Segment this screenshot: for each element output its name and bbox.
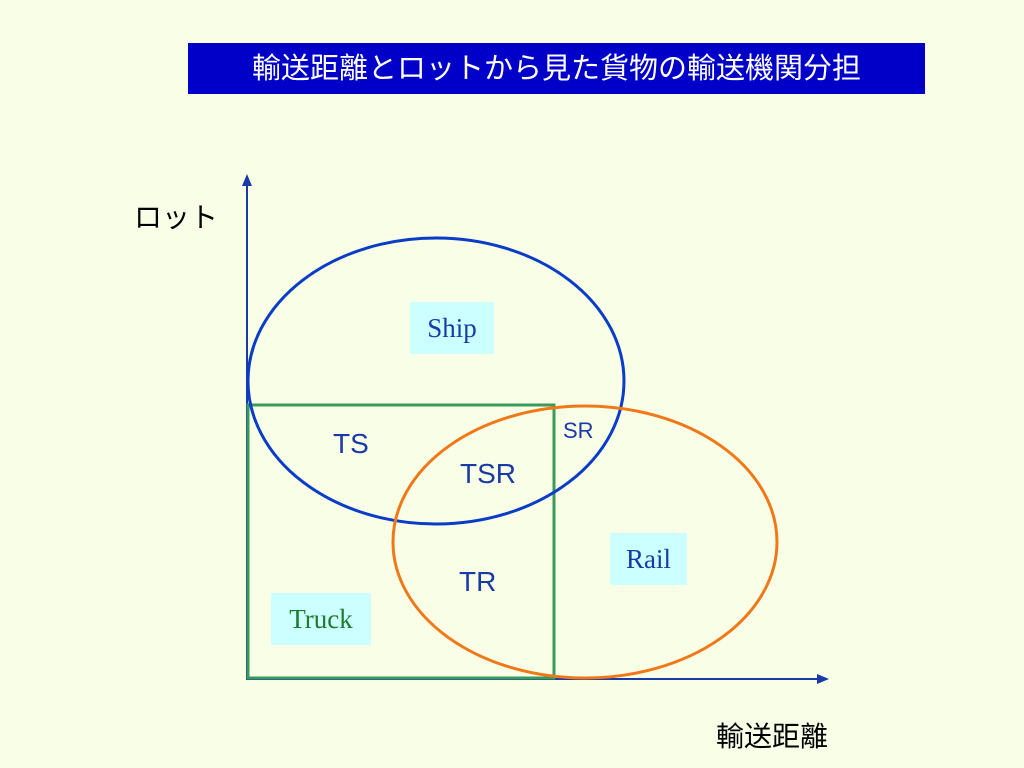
- truck-region-rectangle: [246, 403, 556, 680]
- truck-label: Truck: [271, 593, 371, 645]
- tr-overlap-label: TR: [459, 566, 497, 597]
- ship-region-ellipse: [246, 236, 626, 526]
- y-axis-label: ロット: [134, 201, 219, 234]
- ts-overlap-label: TS: [333, 428, 369, 459]
- x-axis-label: 輸送距離: [716, 720, 829, 753]
- rail-region-ellipse: [391, 404, 779, 680]
- rail-label: Rail: [610, 533, 687, 585]
- slide-title: 輸送距離とロットから見た貨物の輸送機関分担: [188, 43, 925, 94]
- sr-overlap-label: SR: [563, 418, 594, 443]
- tsr-overlap-label: TSR: [460, 458, 516, 489]
- ship-label: Ship: [410, 302, 494, 354]
- x-axis-arrow-icon: [817, 674, 829, 684]
- y-axis-arrow-icon: [242, 174, 252, 186]
